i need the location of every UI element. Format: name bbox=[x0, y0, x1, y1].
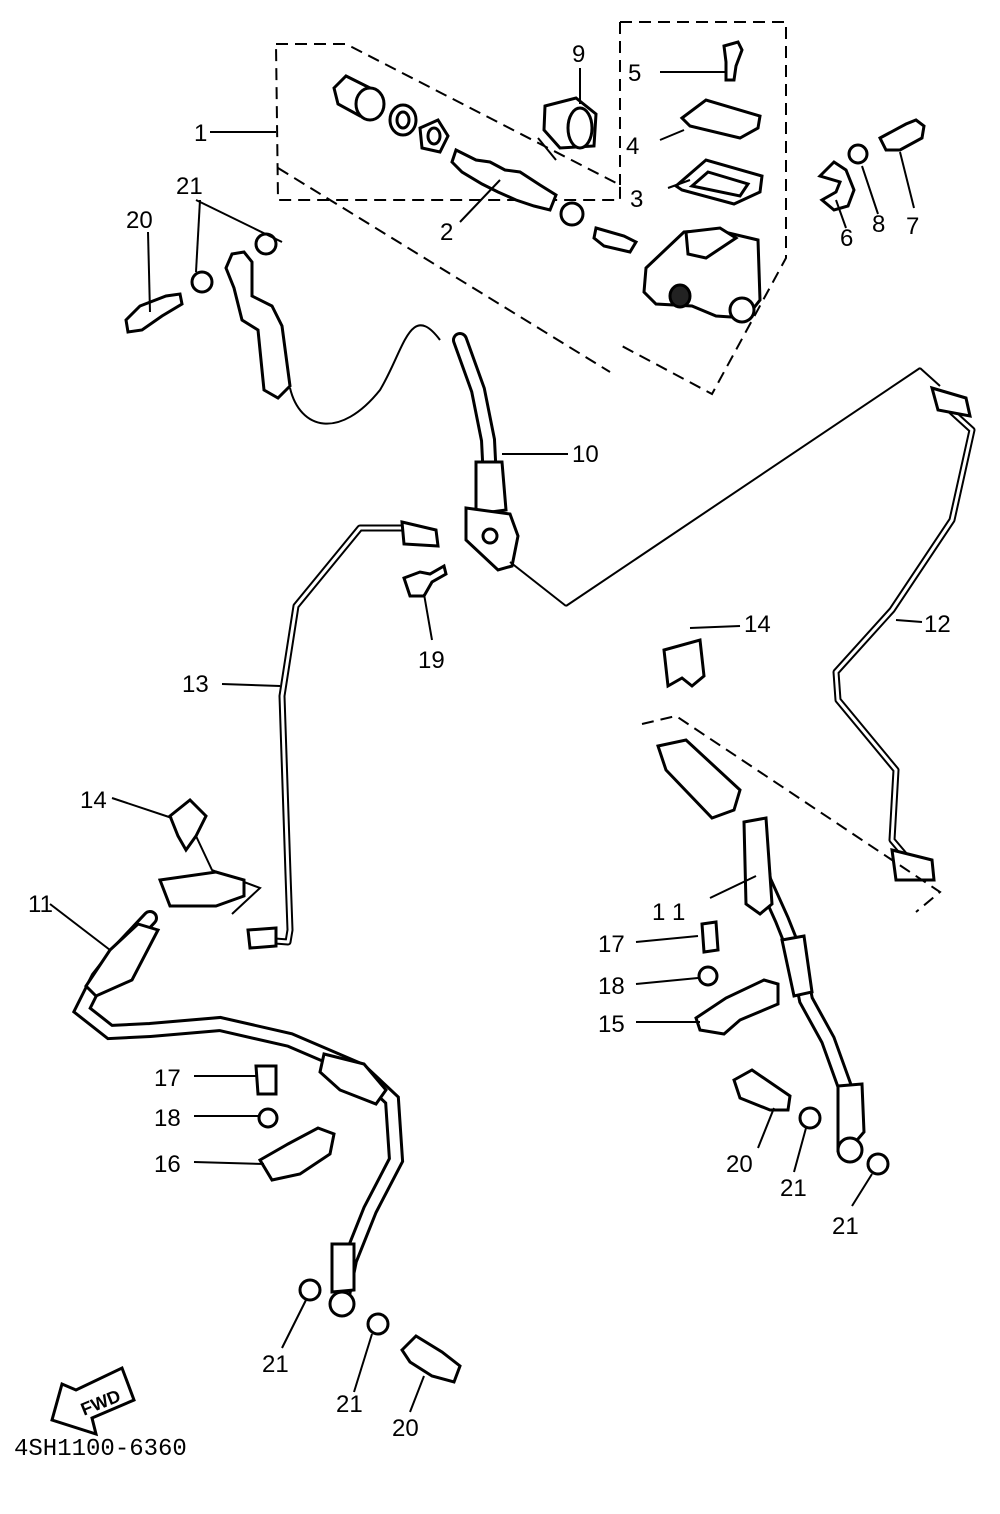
callout-11-left: 11 bbox=[28, 891, 53, 918]
callout-16: 16 bbox=[154, 1151, 181, 1178]
bracket-15 bbox=[694, 978, 780, 1036]
callout-20-bottom: 20 bbox=[392, 1415, 419, 1442]
bracket-16 bbox=[257, 1126, 336, 1182]
hose-10-and-joint bbox=[402, 332, 520, 598]
master-cylinder-parts bbox=[332, 40, 926, 324]
leader-lines bbox=[49, 68, 923, 1413]
callout-18-right: 18 bbox=[598, 973, 625, 1000]
catalog-code: 4SH1100-6360 bbox=[14, 1436, 187, 1463]
brake-hose-left bbox=[71, 797, 462, 1384]
brake-hose-upper-left bbox=[124, 232, 441, 425]
callout-5: 5 bbox=[628, 60, 641, 87]
hose-end-upper bbox=[224, 250, 292, 400]
callout-21-bottom-b: 21 bbox=[336, 1391, 363, 1418]
callout-20-top: 20 bbox=[126, 207, 153, 234]
bolt-17-left bbox=[254, 1064, 278, 1096]
master-cylinder-kit-outline bbox=[275, 21, 787, 396]
callout-17-left: 17 bbox=[154, 1065, 181, 1092]
callout-21-right-a: 21 bbox=[780, 1175, 807, 1202]
screw-5 bbox=[722, 40, 744, 82]
callout-2: 2 bbox=[440, 219, 453, 246]
bolt-20-lower bbox=[400, 1334, 462, 1384]
callout-18-left: 18 bbox=[154, 1105, 181, 1132]
callout-11-right: 1 1 bbox=[652, 899, 685, 926]
bolt-20-upper bbox=[124, 292, 184, 334]
callout-17-right: 17 bbox=[598, 931, 625, 958]
bolt-20-right bbox=[732, 1068, 792, 1112]
clip-14-right bbox=[662, 638, 706, 689]
bolt-7 bbox=[878, 118, 926, 152]
callout-14-right: 14 bbox=[744, 611, 771, 638]
callout-7: 7 bbox=[906, 213, 919, 240]
callout-13: 13 bbox=[182, 671, 209, 698]
fwd-arrow: FWD bbox=[50, 1365, 136, 1437]
callout-12: 12 bbox=[924, 611, 951, 638]
callout-20-right: 20 bbox=[726, 1151, 753, 1178]
callout-15: 15 bbox=[598, 1011, 625, 1038]
master-piston bbox=[450, 147, 558, 212]
callout-21-top: 21 bbox=[176, 173, 203, 200]
brake-pipes bbox=[246, 367, 976, 950]
reservoir-cap-4 bbox=[679, 98, 762, 140]
callout-4: 4 bbox=[626, 133, 639, 160]
bolt-19 bbox=[402, 563, 448, 598]
callout-6: 6 bbox=[840, 225, 853, 252]
callout-9: 9 bbox=[572, 41, 585, 68]
callout-19: 19 bbox=[418, 647, 445, 674]
callout-21-bottom-a: 21 bbox=[262, 1351, 289, 1378]
callout-10: 10 bbox=[572, 441, 599, 468]
callout-labels: 1 2 3 4 5 6 7 8 9 10 11 1 1 12 13 14 14 … bbox=[28, 41, 951, 1442]
brake-hose-right bbox=[641, 638, 942, 1176]
clip-14-left bbox=[168, 797, 208, 853]
callout-3: 3 bbox=[630, 186, 643, 213]
callout-21-right-b: 21 bbox=[832, 1213, 859, 1240]
callout-14-left: 14 bbox=[80, 787, 107, 814]
callout-1: 1 bbox=[194, 120, 207, 147]
bracket-6 bbox=[817, 160, 856, 212]
callout-8: 8 bbox=[872, 211, 885, 238]
bolt-17-right bbox=[700, 920, 720, 954]
